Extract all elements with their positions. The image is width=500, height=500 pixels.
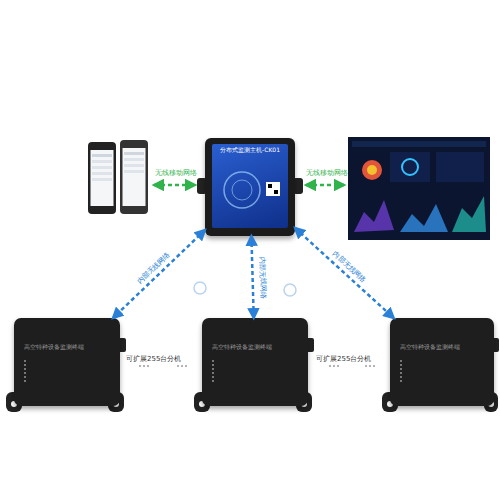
network-label: 无线移动网络 xyxy=(306,170,348,177)
phone-illustration xyxy=(88,140,148,214)
wireless-link xyxy=(251,236,253,318)
node-text: 高空特种设备监测终端 xyxy=(212,344,302,351)
node-text: 分布式监测主机-CK01 xyxy=(214,147,286,154)
gateway-device: 分布式监测主机-CK01 xyxy=(205,138,295,236)
network-label: 无线移动网络 xyxy=(155,170,197,177)
link-label: 内部无线网络 xyxy=(258,256,266,298)
node-text: 高空特种设备监测终端 xyxy=(400,344,488,351)
screen-graphic xyxy=(212,144,288,228)
extension-note: 可扩展255台分机 xyxy=(316,356,371,363)
sensor-terminal: 高空特种设备监测终端 xyxy=(202,318,308,406)
link-label: 内部无线网络 xyxy=(331,251,367,284)
sensor-leds xyxy=(212,360,222,382)
sensor-leds xyxy=(400,360,410,382)
wireless-link xyxy=(113,230,205,318)
wireless-arrow xyxy=(306,184,344,187)
dashboard-illustration xyxy=(348,137,490,240)
node-text: 高空特种设备监测终端 xyxy=(24,344,114,351)
sensor-terminal: 高空特种设备监测终端 xyxy=(14,318,120,406)
sensor-terminal: 高空特种设备监测终端 xyxy=(390,318,494,406)
device-screen: 分布式监测主机-CK01 xyxy=(212,144,288,228)
sensor-leds xyxy=(24,360,34,382)
wireless-arrow xyxy=(154,184,195,187)
link-label: 内部无线网络 xyxy=(137,252,172,286)
extension-note: 可扩展255台分机 xyxy=(126,356,181,363)
wireless-link xyxy=(295,228,394,318)
